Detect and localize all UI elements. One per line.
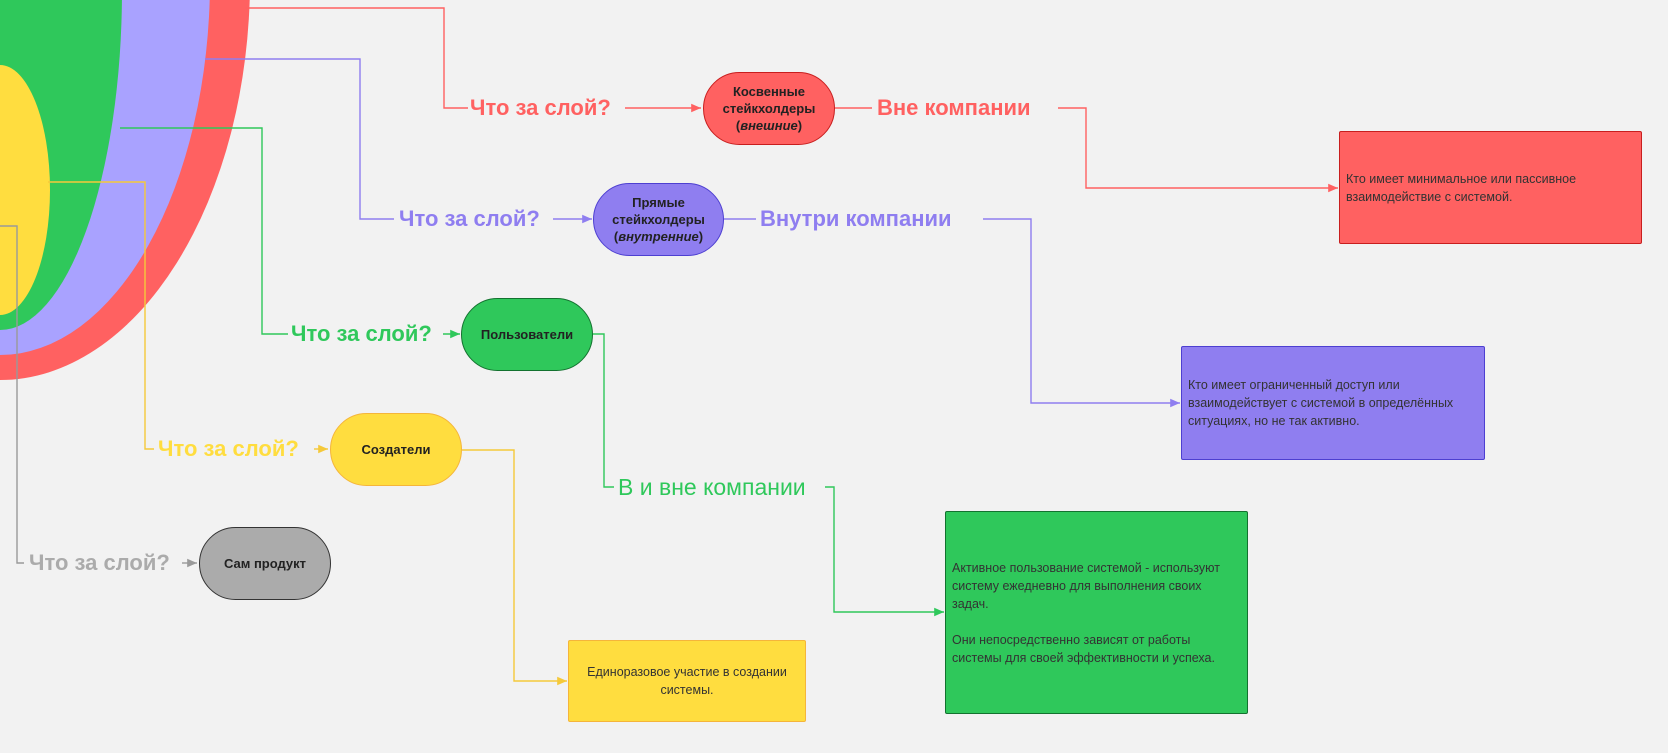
node-internal-line1: Прямые — [632, 195, 685, 210]
node-external-line1: Косвенные — [732, 84, 805, 99]
description-users-paragraph-1: Активное пользование системой - использу… — [952, 560, 1220, 611]
connector-creators-to-question — [48, 181, 154, 450]
description-internal: Кто имеет ограниченный доступ или взаимо… — [1181, 346, 1485, 460]
question-internal: Что за слой? — [399, 206, 540, 231]
question-external: Что за слой? — [470, 95, 611, 120]
description-creators: Единоразовое участие в создании системы. — [568, 640, 806, 722]
category-inside-and-outside-company: В и вне компании — [618, 474, 806, 500]
node-product-label: Сам продукт — [223, 556, 307, 571]
description-users: Активное пользование системой - использу… — [945, 511, 1248, 714]
description-internal-text: Кто имеет ограниченный доступ или взаимо… — [1188, 378, 1454, 428]
node-internal-line3-emphasis: внутренние — [618, 229, 699, 244]
description-external-text: Кто имеет минимальное или пассивное взаи… — [1346, 171, 1577, 204]
node-internal-line3-close: ) — [698, 229, 704, 244]
arrow-users-category-description — [825, 486, 944, 617]
description-creators-text: Единоразовое участие в создании системы. — [587, 665, 787, 697]
node-creators[interactable]: Создатели — [330, 413, 462, 486]
question-users: Что за слой? — [291, 321, 432, 346]
node-users-label: Пользователи — [480, 327, 574, 342]
node-users[interactable]: Пользователи — [461, 298, 593, 371]
connector-users-to-question — [120, 127, 288, 335]
node-indirect-stakeholders[interactable]: Косвенные стейкхолдеры (внешние) — [703, 72, 835, 145]
node-external-line3-open: ( — [735, 118, 741, 133]
question-creators: Что за слой? — [158, 436, 299, 461]
node-direct-stakeholders[interactable]: Прямые стейкхолдеры (внутренние) — [593, 183, 724, 256]
arrow-creators-node-description — [462, 449, 567, 686]
category-outside-company: Вне компании — [877, 95, 1031, 120]
node-internal-line2: стейкхолдеры — [612, 212, 705, 227]
description-external: Кто имеет минимальное или пассивное взаи… — [1339, 131, 1642, 244]
category-inside-company: Внутри компании — [760, 206, 952, 231]
node-creators-label: Создатели — [361, 442, 431, 457]
connector-external-to-question — [245, 7, 468, 109]
node-internal-line3-open: ( — [613, 229, 619, 244]
connector-users-node-category — [593, 333, 614, 488]
description-users-paragraph-2: Они непосредственно зависят от работы си… — [952, 632, 1215, 665]
node-external-line3-close: ) — [797, 118, 803, 133]
node-product[interactable]: Сам продукт — [199, 527, 331, 600]
layer-creators-ring — [0, 65, 50, 315]
connector-product-to-question — [0, 225, 24, 564]
question-product: Что за слой? — [29, 550, 170, 575]
node-external-line2: стейкхолдеры — [722, 101, 816, 116]
arrow-internal-category-description — [983, 218, 1180, 408]
node-external-line3-emphasis: внешние — [740, 118, 798, 133]
connector-internal-to-question — [205, 58, 394, 220]
arrow-external-category-description — [1058, 107, 1338, 193]
